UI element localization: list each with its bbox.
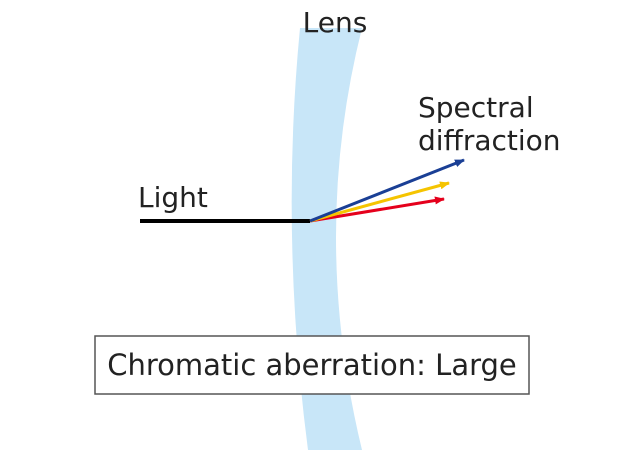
red-ray xyxy=(309,196,445,223)
spectral-label-line2: diffraction xyxy=(418,124,561,157)
caption-text: Chromatic aberration: Large xyxy=(107,348,517,382)
caption-box xyxy=(94,335,530,395)
spectral-label-line1: Spectral xyxy=(418,91,534,124)
light-label: Light xyxy=(138,181,208,214)
yellow-ray xyxy=(309,181,450,223)
lens-label: Lens xyxy=(303,6,368,39)
blue-ray xyxy=(309,158,465,223)
